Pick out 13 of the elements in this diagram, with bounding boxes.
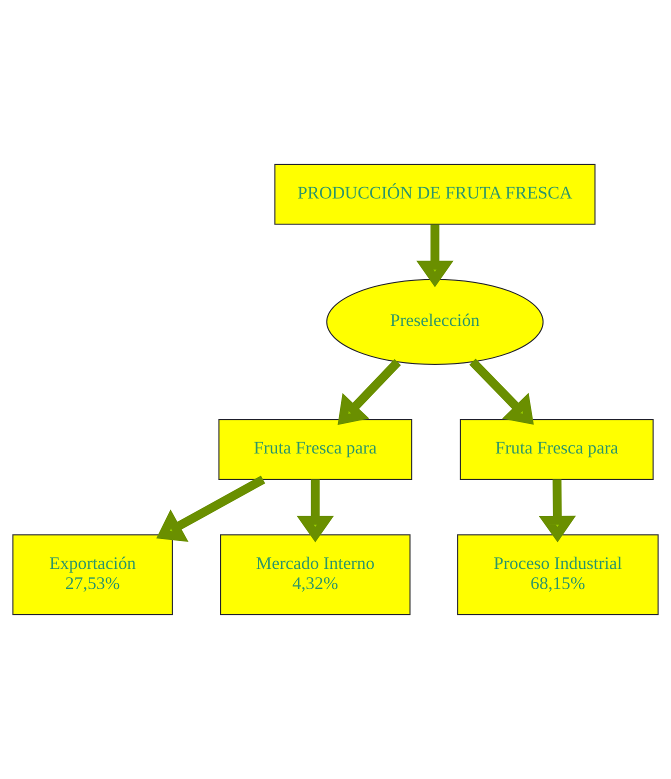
arrow — [156, 476, 266, 542]
arrow — [538, 479, 576, 542]
node-box: Exportación 27,53% — [12, 534, 173, 616]
node-box: PRODUCCIÓN DE FRUTA FRESCA — [274, 164, 596, 225]
node-box: Mercado Interno 4,32% — [220, 534, 411, 616]
node-box: Fruta Fresca para — [460, 419, 654, 480]
arrow — [338, 358, 401, 425]
node-ellipse: Preselección — [326, 278, 544, 365]
arrow — [469, 358, 534, 425]
node-box: Proceso Industrial 68,15% — [457, 534, 659, 616]
arrow — [296, 479, 334, 542]
arrow — [416, 224, 454, 288]
node-box: Fruta Fresca para — [218, 419, 412, 480]
